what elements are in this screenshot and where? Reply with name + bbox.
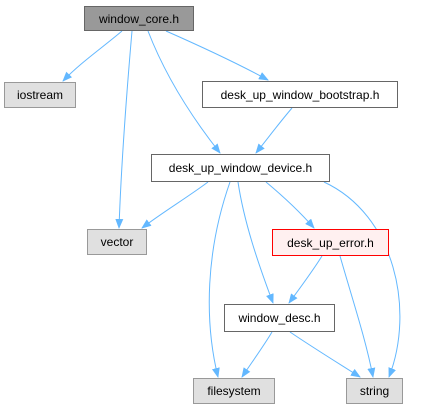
node-desk-up-window-device[interactable]: desk_up_window_device.h xyxy=(151,154,330,182)
node-label: desk_up_window_bootstrap.h xyxy=(220,87,380,102)
edge-core-to-iostream xyxy=(62,30,123,82)
node-label: desk_up_window_device.h xyxy=(168,161,313,175)
node-vector[interactable]: vector xyxy=(87,229,147,255)
edge-device-to-error xyxy=(265,181,315,229)
node-window-core: window_core.h xyxy=(84,6,194,31)
node-window-desc[interactable]: window_desc.h xyxy=(224,304,335,332)
edge-core-to-bootstrap xyxy=(165,30,269,81)
node-desk-up-error[interactable]: desk_up_error.h xyxy=(272,229,389,256)
node-label: desk_up_error.h xyxy=(287,235,374,250)
edge-error-to-desc xyxy=(288,255,323,304)
edge-desc-to-filesystem xyxy=(241,331,273,378)
edge-device-to-string xyxy=(323,181,401,378)
edge-device-to-vector xyxy=(141,181,209,229)
node-desk-up-window-bootstrap[interactable]: desk_up_window_bootstrap.h xyxy=(202,81,398,108)
edge-device-to-desc xyxy=(237,181,274,304)
node-label: vector xyxy=(100,235,134,249)
node-string[interactable]: string xyxy=(346,378,403,404)
node-label: iostream xyxy=(16,88,63,102)
edge-desc-to-string xyxy=(289,331,361,378)
node-iostream[interactable]: iostream xyxy=(4,82,76,108)
edge-device-to-filesystem xyxy=(208,181,231,378)
edge-core-to-device xyxy=(147,30,221,154)
node-filesystem[interactable]: filesystem xyxy=(193,378,275,404)
node-label: window_desc.h xyxy=(238,311,321,325)
edge-error-to-string xyxy=(339,255,376,378)
node-label: window_core.h xyxy=(98,11,180,26)
node-label: filesystem xyxy=(207,384,261,398)
node-label: string xyxy=(359,384,390,398)
edge-bootstrap-to-device xyxy=(255,107,293,154)
edge-core-to-vector xyxy=(115,30,133,229)
